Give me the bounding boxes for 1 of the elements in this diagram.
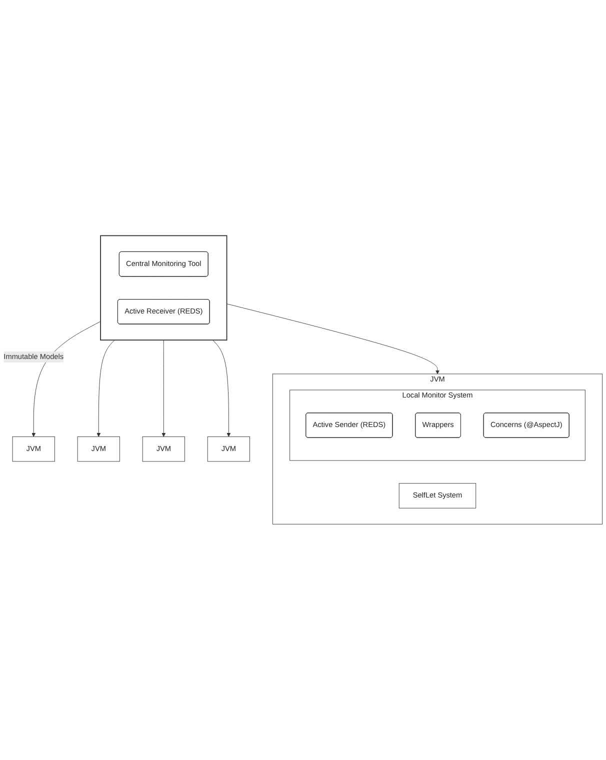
cluster <box>100 235 228 341</box>
